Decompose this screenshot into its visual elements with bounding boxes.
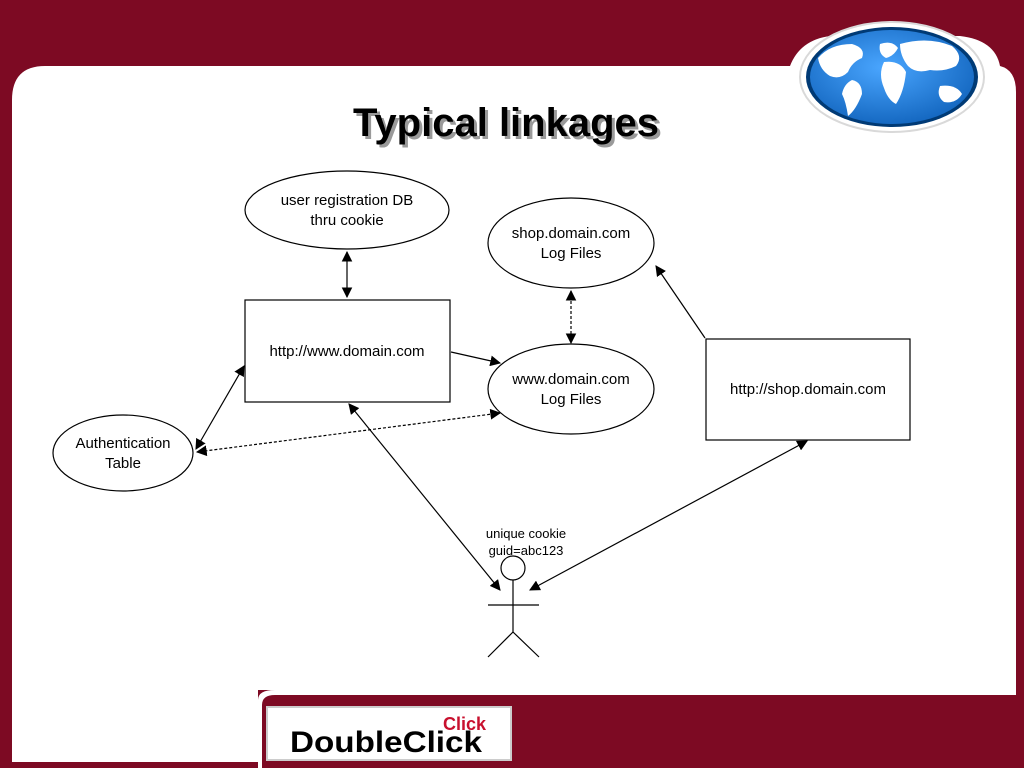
page-title: Typical linkages [353, 101, 659, 145]
node-label: http://shop.domain.com [730, 381, 886, 398]
node-label-line1: shop.domain.com [512, 225, 630, 242]
node-label-line1: user registration DB [281, 192, 414, 209]
node-shop-log-files: shop.domain.com Log Files [487, 197, 655, 289]
logo-small-text: Click [443, 714, 487, 734]
node-user-registration-db: user registration DB thru cookie [244, 170, 450, 250]
node-shop-server: http://shop.domain.com [705, 338, 911, 441]
node-label-line1: Authentication [75, 435, 170, 452]
logo-main-text: DoubleClick [290, 726, 482, 759]
doubleclick-logo: Click DoubleClick [266, 706, 512, 761]
globe-icon [799, 21, 985, 133]
user-label-line1: unique cookie [486, 526, 566, 541]
node-label: http://www.domain.com [269, 343, 424, 360]
node-label-line2: Table [105, 455, 141, 472]
page-title-shadow: Typical linkages [356, 104, 662, 148]
connector-shop-shoplogs [655, 265, 706, 339]
node-user: unique cookie guid=abc123 [486, 526, 566, 658]
node-label-line2: Log Files [541, 391, 602, 408]
user-figure-icon [487, 555, 540, 658]
node-label-line2: thru cookie [310, 212, 383, 229]
connector-shop-user [529, 440, 808, 591]
connectors [195, 250, 808, 591]
connector-www-user [348, 403, 501, 591]
node-authentication-table: Authentication Table [52, 414, 194, 492]
node-www-log-files: www.domain.com Log Files [487, 343, 655, 435]
node-label-line1: www.domain.com [511, 371, 630, 388]
node-www-server: http://www.domain.com [244, 299, 451, 403]
node-label-line2: Log Files [541, 245, 602, 262]
user-label-line2: guid=abc123 [489, 543, 564, 558]
connector-www-logs [450, 351, 502, 367]
